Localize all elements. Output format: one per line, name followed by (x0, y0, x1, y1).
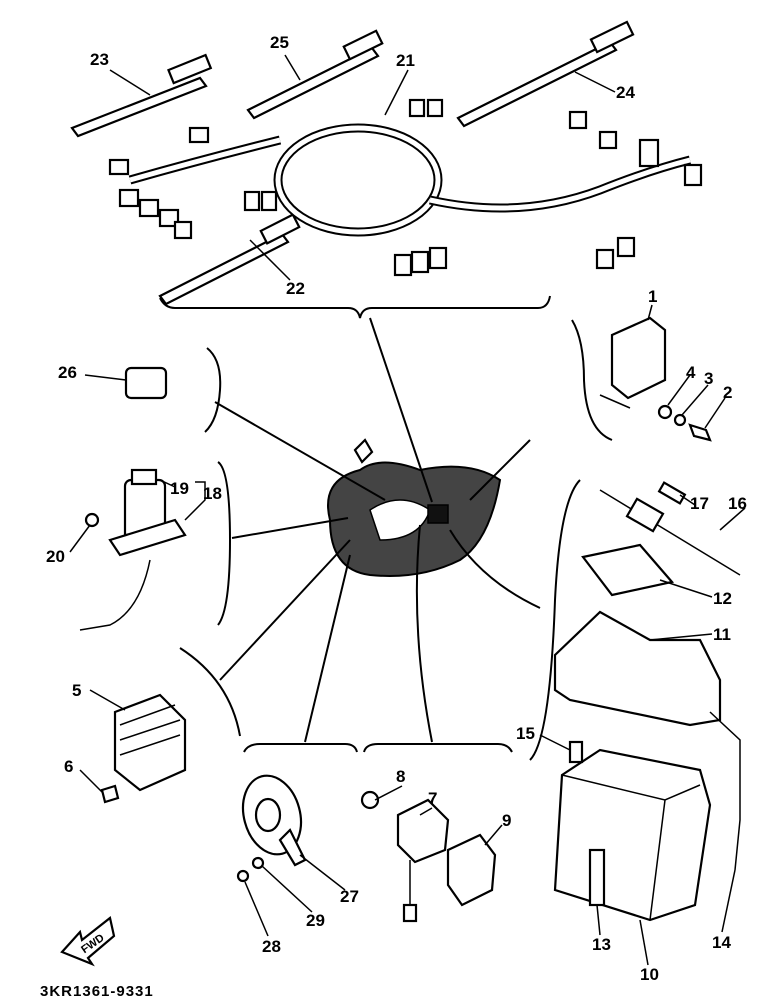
cable-tie-25 (246, 29, 384, 120)
callout-22: 22 (286, 279, 305, 298)
callout-20: 20 (46, 547, 65, 566)
callout-25: 25 (270, 33, 289, 52)
leader-18 (231, 517, 349, 539)
callout-23: 23 (90, 50, 109, 69)
part-9-relay (446, 833, 497, 907)
part-16-fuse-holder (599, 481, 741, 576)
leader-1 (469, 439, 531, 501)
callout-13: 13 (592, 935, 611, 954)
part-11-battery-cover (553, 610, 722, 727)
callout-2: 2 (723, 383, 732, 402)
part-8-nut (360, 790, 380, 810)
callout-3: 3 (704, 369, 713, 388)
cable-tie-22 (158, 213, 301, 306)
leader-26 (214, 401, 386, 501)
callout-10: 10 (640, 965, 659, 984)
leader-27 (304, 554, 351, 743)
parts-2-3-4-bolt-washers (657, 404, 712, 442)
part-6-bolt (100, 784, 120, 804)
bracket-26 (204, 347, 222, 433)
callout-4: 4 (686, 363, 696, 382)
callout-9: 9 (502, 811, 511, 830)
bracket-1 (571, 319, 613, 441)
part-12-plate (581, 543, 675, 597)
callout-29: 29 (306, 911, 325, 930)
leader-7 (415, 524, 433, 743)
bracket-battery (529, 479, 581, 761)
bracket-harness (159, 295, 551, 319)
bracket-7-9 (363, 743, 513, 753)
part-29-washer (251, 856, 265, 870)
callout-leaders (69, 54, 746, 966)
callout-7: 7 (428, 789, 437, 808)
part-14-cable (709, 711, 741, 871)
wire-harness-21 (108, 98, 703, 277)
callout-19: 19 (170, 479, 189, 498)
callout-15: 15 (516, 724, 535, 743)
cable-tie-23 (70, 53, 213, 138)
leader-battery (449, 529, 541, 609)
part-15-clip (568, 740, 584, 764)
part-18-main-switch (79, 468, 187, 631)
callout-17: 17 (690, 494, 709, 513)
callout-24: 24 (616, 83, 635, 102)
callout-26: 26 (58, 363, 77, 382)
callout-5: 5 (72, 681, 81, 700)
leader-5 (219, 539, 351, 681)
callout-28: 28 (262, 937, 281, 956)
part-28-bolt (236, 869, 250, 883)
callout-1: 1 (648, 287, 657, 306)
callout-16: 16 (728, 494, 747, 513)
part-code: 3KR1361-9331 (40, 983, 154, 1000)
part-1-igniter (599, 316, 667, 409)
bracket-18 (217, 461, 232, 626)
cable-tie-24 (456, 20, 635, 128)
callout-11: 11 (713, 625, 731, 644)
callout-8: 8 (396, 767, 405, 786)
bracket-27 (243, 743, 358, 753)
part-5-rectifier (113, 693, 187, 792)
fwd-arrow-icon: FWD (60, 916, 116, 967)
leader-21 (369, 317, 433, 503)
callout-12: 12 (713, 589, 732, 608)
part-26-relay (124, 366, 168, 400)
part-13-tube (588, 848, 606, 907)
bracket-5 (179, 647, 241, 737)
part-27-horn (241, 774, 307, 867)
callout-6: 6 (64, 757, 73, 776)
callout-18: 18 (203, 484, 222, 503)
callout-21: 21 (396, 51, 415, 70)
part-10-battery (553, 748, 712, 922)
callout-27: 27 (340, 887, 359, 906)
callout-14: 14 (712, 933, 731, 952)
part-7-relay (396, 798, 450, 923)
frame-section (327, 438, 502, 577)
